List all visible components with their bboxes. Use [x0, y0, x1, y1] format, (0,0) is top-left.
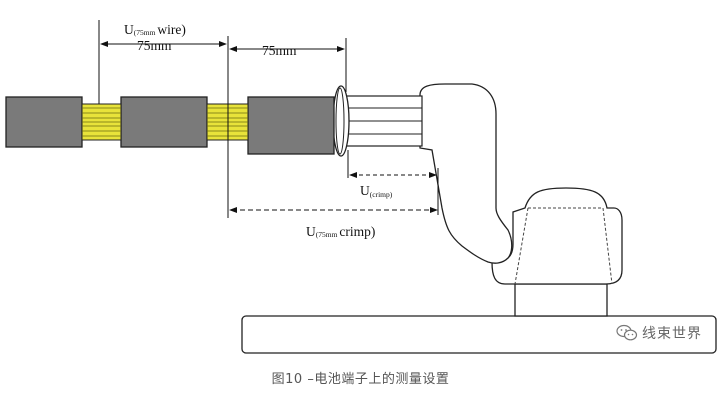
dimension-75mm-right — [229, 38, 347, 92]
insulation-segment-2 — [120, 96, 208, 148]
dimension-75mm-left — [98, 20, 229, 218]
wechat-icon — [616, 324, 638, 341]
insulation-segment-3 — [247, 96, 335, 155]
watermark-text: 线束世界 — [642, 326, 702, 342]
label-75mm-left: 75mm — [137, 38, 172, 53]
watermark: 线束世界 — [616, 320, 720, 346]
dimension-u75-crimp — [229, 207, 438, 213]
base-plate — [241, 315, 717, 354]
terminal-lug — [419, 83, 513, 264]
insulation-segment-1 — [5, 96, 83, 148]
dimension-u-crimp — [347, 150, 439, 215]
flange-inner — [335, 87, 345, 155]
crimp-barrel — [343, 95, 423, 147]
exposed-conductor-1 — [81, 103, 122, 141]
label-u-crimp: U(crimp) — [360, 183, 393, 199]
cable — [5, 96, 335, 155]
terminal-post — [491, 187, 623, 317]
figure-caption: 图10 –电池端子上的测量设置 — [271, 372, 450, 387]
label-75mm-right: 75mm — [262, 43, 297, 58]
